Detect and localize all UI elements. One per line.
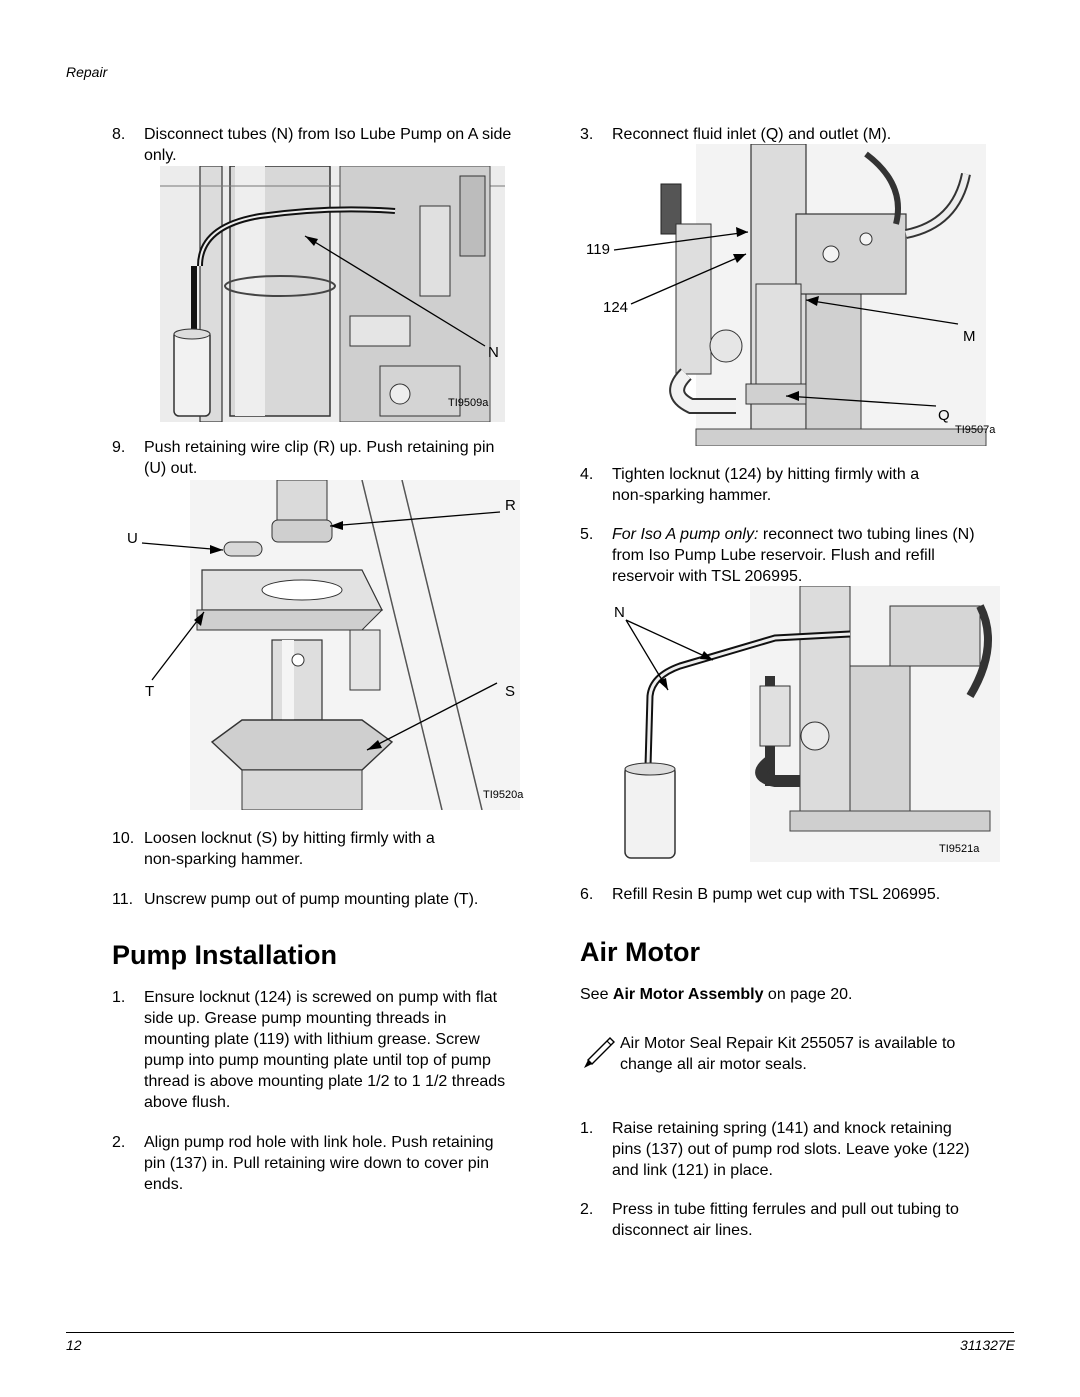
step-line: pin (137) in. Pull retaining wire down t… xyxy=(144,1155,490,1172)
callout-t: T xyxy=(145,683,155,700)
step-line: side up. Grease pump mounting threads in xyxy=(144,1010,447,1027)
footer-page-number: 12 xyxy=(66,1337,82,1353)
step-line: from Iso Pump Lube reservoir. Flush and … xyxy=(612,547,935,564)
figure-fluid-inlet-outlet-drawing xyxy=(613,144,987,446)
step-line: (U) out. xyxy=(144,460,198,477)
step-line: pump into pump mounting plate until top … xyxy=(144,1052,491,1069)
note-line: Air Motor Seal Repair Kit 255057 is avai… xyxy=(620,1035,956,1052)
note-line: change all air motor seals. xyxy=(620,1056,807,1073)
step-line: mounting plate (119) with lithium grease… xyxy=(144,1031,480,1048)
step-line: only. xyxy=(144,147,177,164)
step-text: Raise retaining spring (141) and knock r… xyxy=(612,1118,970,1181)
see-reference: See Air Motor Assembly on page 20. xyxy=(580,984,1030,1005)
step-number: 2. xyxy=(580,1201,594,1218)
see-suffix: on page 20. xyxy=(763,986,853,1003)
step-line: Ensure locknut (124) is screwed on pump … xyxy=(144,989,498,1006)
step-text: Disconnect tubes (N) from Iso Lube Pump … xyxy=(144,124,511,166)
footer-rule xyxy=(66,1332,1014,1333)
figure-fluid-inlet-outlet xyxy=(606,144,1016,446)
step-number: 8. xyxy=(112,126,126,143)
callout-m: M xyxy=(963,328,976,345)
step-line: Tighten locknut (124) by hitting firmly … xyxy=(612,466,920,483)
note-text: Air Motor Seal Repair Kit 255057 is avai… xyxy=(620,1033,1020,1075)
callout-124: 124 xyxy=(603,299,629,316)
figure-tag: TI9507a xyxy=(955,424,996,436)
callout-s: S xyxy=(505,683,516,700)
step-number: 5. xyxy=(580,526,594,543)
step-text: Reconnect fluid inlet (Q) and outlet (M)… xyxy=(612,126,892,143)
figure-lube-reservoir-drawing xyxy=(624,586,1000,862)
step-line: pins (137) out of pump rod slots. Leave … xyxy=(612,1141,970,1158)
figure-lube-reservoir xyxy=(600,586,1010,862)
step-number: 9. xyxy=(112,439,126,456)
step-line: Disconnect tubes (N) from Iso Lube Pump … xyxy=(144,126,512,143)
step-text: For Iso A pump only: reconnect two tubin… xyxy=(612,524,975,587)
figure-tag: TI9521a xyxy=(939,843,980,855)
step-italic: For Iso A pump only: xyxy=(612,526,759,543)
step-line: Align pump rod hole with link hole. Push… xyxy=(144,1134,494,1151)
step-line: reservoir with TSL 206995. xyxy=(612,568,803,585)
step-text: Press in tube fitting ferrules and pull … xyxy=(612,1199,959,1241)
section-header: Repair xyxy=(66,64,108,80)
callout-n: N xyxy=(488,344,499,361)
step-line: ends. xyxy=(144,1176,184,1193)
heading-air-motor: Air Motor xyxy=(580,937,700,967)
heading-pump-installation: Pump Installation xyxy=(112,940,338,970)
step-text: Unscrew pump out of pump mounting plate … xyxy=(144,891,479,908)
step-text: Loosen locknut (S) by hitting firmly wit… xyxy=(144,828,435,870)
step-line: thread is above mounting plate 1/2 to 1 … xyxy=(144,1073,506,1090)
step-text: Refill Resin B pump wet cup with TSL 206… xyxy=(612,886,941,903)
callout-r: R xyxy=(505,497,516,514)
figure-pump-removal xyxy=(122,480,532,810)
step-number: 2. xyxy=(112,1134,126,1151)
step-number: 11. xyxy=(112,891,134,908)
step-number: 10. xyxy=(112,830,135,847)
step-line: Press in tube fitting ferrules and pull … xyxy=(612,1201,959,1218)
step-line: non-sparking hammer. xyxy=(612,487,772,504)
step-line: above flush. xyxy=(144,1094,231,1111)
figure-tag: TI9520a xyxy=(483,789,524,801)
step-text: Tighten locknut (124) by hitting firmly … xyxy=(612,464,919,506)
figure-pump-removal-drawing xyxy=(141,480,520,810)
step-line: reconnect two tubing lines (N) xyxy=(758,526,975,543)
step-number: 1. xyxy=(580,1120,594,1137)
note-pencil-icon xyxy=(580,1030,620,1070)
figure-iso-lube-tubes-drawing xyxy=(160,166,505,422)
step-number: 3. xyxy=(580,126,594,143)
step-line: and link (121) in place. xyxy=(612,1162,773,1179)
step-text: Push retaining wire clip (R) up. Push re… xyxy=(144,437,494,479)
figure-tag: TI9509a xyxy=(448,397,489,409)
step-line: Loosen locknut (S) by hitting firmly wit… xyxy=(144,830,435,847)
step-number: 1. xyxy=(112,989,126,1006)
link-air-motor-assembly[interactable]: Air Motor Assembly xyxy=(612,986,764,1003)
see-prefix: See xyxy=(580,986,613,1003)
callout-n: N xyxy=(614,604,625,621)
step-line: Raise retaining spring (141) and knock r… xyxy=(612,1120,952,1137)
callout-u: U xyxy=(127,530,138,547)
step-line: non-sparking hammer. xyxy=(144,851,304,868)
step-number: 4. xyxy=(580,466,594,483)
step-number: 6. xyxy=(580,886,594,903)
step-line: disconnect air lines. xyxy=(612,1222,753,1239)
callout-q: Q xyxy=(938,407,950,424)
step-text: Ensure locknut (124) is screwed on pump … xyxy=(144,987,505,1113)
callout-119: 119 xyxy=(586,241,610,258)
figure-iso-lube-tubes xyxy=(160,166,505,422)
step-line: Push retaining wire clip (R) up. Push re… xyxy=(144,439,495,456)
footer-doc-number: 311327E xyxy=(960,1337,1016,1353)
step-text: Align pump rod hole with link hole. Push… xyxy=(144,1132,494,1195)
